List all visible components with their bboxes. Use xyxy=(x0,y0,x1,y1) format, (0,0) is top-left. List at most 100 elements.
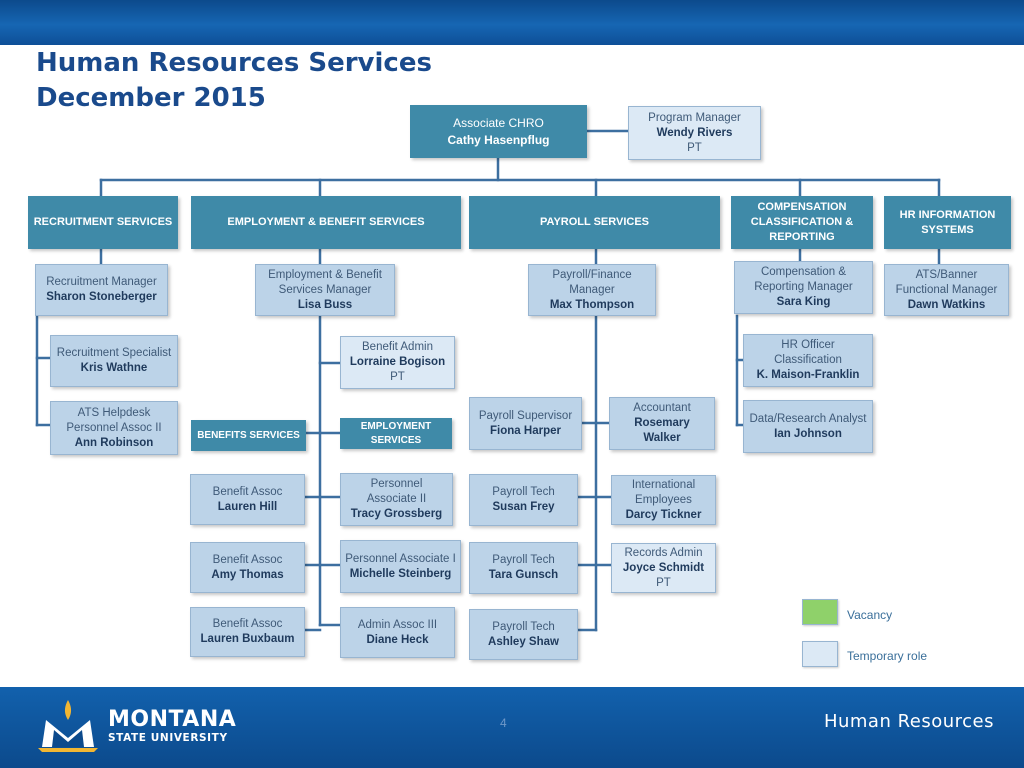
recruitment-manager-role: Recruitment Manager xyxy=(46,276,157,288)
benefit-assoc-3-role: Benefit Assoc xyxy=(212,618,283,630)
personnel-assoc-1-name: Michelle Steinberg xyxy=(349,567,452,580)
benefit-assoc-3-name: Lauren Buxbaum xyxy=(200,633,295,645)
recruitment-specialist-name: Kris Wathne xyxy=(80,362,148,374)
associate-chro-name: Cathy Hasenpflug xyxy=(447,132,550,147)
payroll-tech-3-box: Payroll Tech Ashley Shaw xyxy=(469,609,578,660)
ats-helpdesk-box: ATS Helpdesk Personnel Assoc II Ann Robi… xyxy=(50,401,178,455)
payroll-supervisor-name: Fiona Harper xyxy=(490,424,561,437)
program-manager-name: Wendy Rivers xyxy=(656,126,733,139)
dept-payroll-label: PAYROLL SERVICES xyxy=(539,216,650,228)
footer-banner xyxy=(0,687,1024,768)
payroll-tech-3-name: Ashley Shaw xyxy=(488,635,559,648)
international-employees-box: International Employees Darcy Tickner xyxy=(611,475,716,525)
ats-helpdesk-name: Ann Robinson xyxy=(74,436,154,449)
page-number: 4 xyxy=(500,716,507,730)
data-analyst-name: Ian Johnson xyxy=(774,427,842,440)
recruitment-manager-box: Recruitment Manager Sharon Stoneberger xyxy=(35,264,168,316)
dept-employment-benefit-label: EMPLOYMENT & BENEFIT SERVICES xyxy=(227,216,425,228)
records-admin-name: Joyce Schmidt xyxy=(622,561,705,574)
benefit-assoc-1-name: Lauren Hill xyxy=(217,500,278,513)
logo-text-state-university: STATE UNIVERSITY xyxy=(108,732,228,744)
recruitment-manager-name: Sharon Stoneberger xyxy=(46,291,157,303)
dept-compensation-label: COMPENSATION CLASSIFICATION & REPORTING xyxy=(750,201,854,243)
dept-payroll-header: PAYROLL SERVICES xyxy=(469,196,720,249)
hr-officer-name: K. Maison-Franklin xyxy=(756,369,860,381)
payroll-tech-3-role: Payroll Tech xyxy=(492,620,555,633)
top-banner xyxy=(0,0,1024,45)
program-manager-note: PT xyxy=(687,141,702,154)
accountant-role: Accountant xyxy=(633,402,691,414)
benefit-admin-box: Benefit Admin Lorraine Bogison PT xyxy=(340,336,455,389)
associate-chro-box: Associate CHRO Cathy Hasenpflug xyxy=(410,105,587,158)
payroll-tech-2-role: Payroll Tech xyxy=(492,554,555,566)
payroll-supervisor-box: Payroll Supervisor Fiona Harper xyxy=(469,397,582,450)
dept-employment-benefit-header: EMPLOYMENT & BENEFIT SERVICES xyxy=(191,196,461,249)
dept-recruitment-label: RECRUITMENT SERVICES xyxy=(33,216,173,228)
admin-assoc-name: Diane Heck xyxy=(366,633,429,646)
page-title: Human Resources Services December 2015 xyxy=(36,46,432,116)
recruitment-specialist-role: Recruitment Specialist xyxy=(56,347,172,359)
benefit-assoc-2-name: Amy Thomas xyxy=(211,568,284,581)
logo-text-montana: MONTANA xyxy=(108,707,237,732)
personnel-assoc-1-box: Personnel Associate I Michelle Steinberg xyxy=(340,540,461,593)
benefit-admin-name: Lorraine Bogison xyxy=(349,356,446,368)
payroll-tech-2-box: Payroll Tech Tara Gunsch xyxy=(469,542,578,594)
benefit-admin-role: Benefit Admin xyxy=(362,341,433,353)
accountant-name: Rosemary Walker xyxy=(634,417,690,444)
data-analyst-box: Data/Research Analyst Ian Johnson xyxy=(743,400,873,453)
legend-vacancy-label: Vacancy xyxy=(847,608,893,622)
ats-banner-manager-name: Dawn Watkins xyxy=(907,298,986,311)
benefit-assoc-2-box: Benefit Assoc Amy Thomas xyxy=(190,542,305,593)
benefit-admin-note: PT xyxy=(390,371,405,383)
hr-officer-box: HR Officer Classification K. Maison-Fran… xyxy=(743,334,873,387)
payroll-manager-role: Payroll/Finance Manager xyxy=(552,268,632,296)
compensation-manager-role: Compensation & Reporting Manager xyxy=(754,266,853,293)
employment-services-label: EMPLOYMENT SERVICES xyxy=(360,420,432,446)
payroll-tech-1-role: Payroll Tech xyxy=(492,486,555,498)
payroll-supervisor-role: Payroll Supervisor xyxy=(478,409,573,422)
admin-assoc-box: Admin Assoc III Diane Heck xyxy=(340,607,455,658)
personnel-assoc-2-name: Tracy Grossberg xyxy=(350,508,443,520)
admin-assoc-role: Admin Assoc III xyxy=(357,618,438,631)
legend-temporary-swatch xyxy=(802,641,838,667)
dept-hr-info-label: HR INFORMATION SYSTEMS xyxy=(899,208,996,236)
benefits-services-header: BENEFITS SERVICES xyxy=(191,420,306,451)
personnel-assoc-2-box: Personnel Associate II Tracy Grossberg xyxy=(340,473,453,526)
payroll-manager-name: Max Thompson xyxy=(549,298,635,311)
compensation-manager-box: Compensation & Reporting Manager Sara Ki… xyxy=(734,261,873,314)
benefit-assoc-1-role: Benefit Assoc xyxy=(212,485,283,498)
data-analyst-role: Data/Research Analyst xyxy=(749,412,867,425)
accountant-box: Accountant Rosemary Walker xyxy=(609,397,715,450)
ats-banner-manager-role: ATS/Banner Functional Manager xyxy=(895,268,998,296)
payroll-tech-1-box: Payroll Tech Susan Frey xyxy=(469,474,578,526)
program-manager-role: Program Manager xyxy=(648,111,741,124)
recruitment-specialist-box: Recruitment Specialist Kris Wathne xyxy=(50,335,178,387)
hr-officer-role: HR Officer Classification xyxy=(774,339,842,366)
dept-compensation-header: COMPENSATION CLASSIFICATION & REPORTING xyxy=(731,196,873,249)
employment-benefit-manager-box: Employment & Benefit Services Manager Li… xyxy=(255,264,395,316)
benefit-assoc-3-box: Benefit Assoc Lauren Buxbaum xyxy=(190,607,305,657)
dept-recruitment-header: RECRUITMENT SERVICES xyxy=(28,196,178,249)
records-admin-role: Records Admin xyxy=(624,546,703,559)
dept-hr-info-header: HR INFORMATION SYSTEMS xyxy=(884,196,1011,249)
benefit-assoc-1-box: Benefit Assoc Lauren Hill xyxy=(190,474,305,525)
payroll-manager-box: Payroll/Finance Manager Max Thompson xyxy=(528,264,656,316)
international-employees-name: Darcy Tickner xyxy=(625,508,702,521)
title-line-2: December 2015 xyxy=(36,83,266,113)
records-admin-box: Records Admin Joyce Schmidt PT xyxy=(611,543,716,593)
program-manager-box: Program Manager Wendy Rivers PT xyxy=(628,106,761,160)
benefit-assoc-2-role: Benefit Assoc xyxy=(212,553,283,566)
legend-vacancy-swatch xyxy=(802,599,838,625)
footer-title: Human Resources xyxy=(823,711,994,732)
legend-temporary-label: Temporary role xyxy=(847,649,928,663)
payroll-tech-1-name: Susan Frey xyxy=(492,501,555,513)
associate-chro-role: Associate CHRO xyxy=(453,115,544,130)
title-line-1: Human Resources Services xyxy=(36,48,432,78)
university-logo-icon xyxy=(38,700,98,752)
personnel-assoc-1-role: Personnel Associate I xyxy=(345,552,456,565)
personnel-assoc-2-role: Personnel Associate II xyxy=(366,478,427,505)
employment-benefit-manager-role: Employment & Benefit Services Manager xyxy=(268,268,382,296)
records-admin-note: PT xyxy=(656,576,671,589)
employment-benefit-manager-name: Lisa Buss xyxy=(297,298,353,311)
